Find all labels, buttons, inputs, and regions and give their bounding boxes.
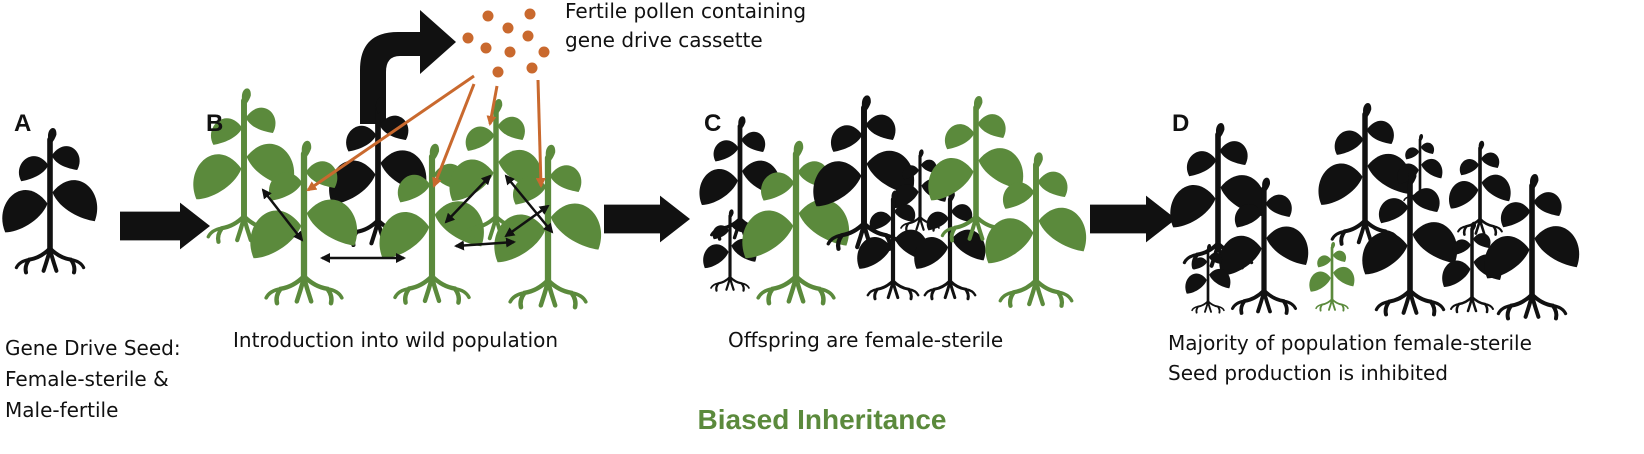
pollen-dot-icon bbox=[522, 30, 534, 42]
pollen-dot-icon bbox=[482, 10, 494, 22]
caption-a-line-2: Female-sterile & bbox=[5, 367, 169, 391]
crossing-arrow bbox=[261, 188, 304, 242]
pollen-dot-icon bbox=[526, 62, 538, 74]
panel-label-b: B bbox=[206, 110, 224, 137]
plant-icon bbox=[1318, 103, 1412, 246]
pollen-dot-icon bbox=[538, 46, 550, 58]
pollen-path-arrow bbox=[535, 79, 546, 188]
plant-icon bbox=[1484, 173, 1580, 321]
caption-a-line-3: Male-fertile bbox=[5, 398, 119, 422]
plant-icon bbox=[857, 190, 929, 301]
pollen-path-arrow bbox=[486, 85, 499, 126]
crossing-arrow bbox=[444, 174, 492, 224]
plant-icon bbox=[742, 140, 850, 306]
plant-icon bbox=[2, 127, 98, 275]
footer-title: Biased Inheritance bbox=[697, 404, 947, 435]
interaction-arrows bbox=[261, 74, 554, 263]
pollen-path-arrow bbox=[432, 83, 476, 188]
pollen-label-line-1: Fertile pollen containing bbox=[565, 0, 807, 23]
pollen-dot-icon bbox=[524, 8, 536, 20]
pollen-dot-icon bbox=[480, 42, 492, 54]
pollen-dot-icon bbox=[462, 32, 474, 44]
pollen-dispersal-arrow-icon bbox=[360, 10, 456, 124]
plant-icon bbox=[1219, 177, 1309, 315]
panel-label-d: D bbox=[1172, 110, 1190, 137]
caption-a-line-1: Gene Drive Seed: bbox=[5, 336, 181, 360]
pollen-path-arrow bbox=[306, 74, 475, 192]
plant-icon bbox=[985, 152, 1087, 308]
process-arrow-icon bbox=[604, 195, 690, 243]
pollen-dot-icon bbox=[504, 46, 516, 58]
plants-layer bbox=[2, 88, 1580, 321]
plant-icon bbox=[928, 95, 1024, 243]
caption-d-line-1: Majority of population female-sterile bbox=[1168, 331, 1532, 355]
caption-d-line-2: Seed production is inhibited bbox=[1168, 361, 1448, 385]
process-arrow-icon bbox=[1090, 195, 1176, 243]
arrows-layer bbox=[120, 10, 1176, 250]
process-arrow-icon bbox=[120, 202, 210, 250]
plant-icon bbox=[1362, 169, 1458, 317]
plant-icon bbox=[813, 95, 915, 251]
plant-icon bbox=[1309, 242, 1355, 312]
plant-icon bbox=[1185, 244, 1231, 314]
plant-icon bbox=[1448, 140, 1511, 236]
crossing-arrow bbox=[454, 237, 516, 251]
crossing-arrow bbox=[504, 204, 550, 238]
pollen-dot-icon bbox=[502, 22, 514, 34]
panel-label-a: A bbox=[14, 110, 32, 137]
caption-b: Introduction into wild population bbox=[233, 328, 559, 352]
plant-icon bbox=[193, 88, 295, 244]
panel-label-c: C bbox=[704, 110, 722, 137]
caption-c: Offspring are female-sterile bbox=[728, 328, 1004, 352]
pollen-dot-icon bbox=[492, 66, 504, 78]
pollen-cluster bbox=[462, 8, 550, 78]
pollen-label-line-2: gene drive cassette bbox=[565, 28, 763, 52]
